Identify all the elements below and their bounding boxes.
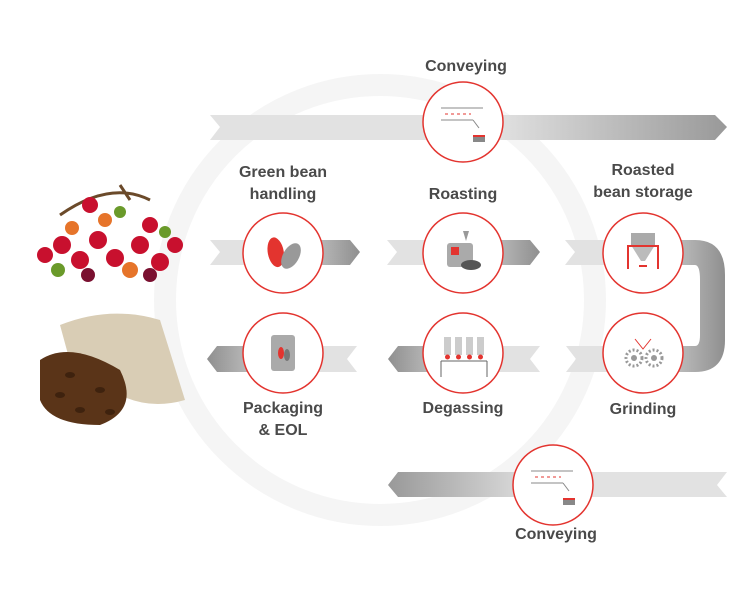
coffee-beans-icon: [267, 237, 301, 269]
label-grinding: Grinding: [609, 401, 677, 418]
label-line: Green bean: [238, 164, 328, 181]
label-line: handling: [249, 186, 317, 203]
watermark-ring: [154, 74, 606, 526]
label-conveying-top: Conveying: [425, 58, 507, 75]
coffee-sack-image: [40, 313, 185, 425]
label-roasting: Roasting: [428, 186, 498, 203]
node-conveying-top: [422, 81, 504, 163]
degassing-valves-icon: [440, 337, 488, 377]
label-line: bean storage: [593, 184, 693, 201]
node-degassing: [422, 312, 504, 394]
label-line: & EOL: [258, 422, 308, 439]
grinder-icon: [624, 338, 664, 368]
label-line: Roasted: [611, 162, 675, 179]
label-roasted-storage: Roasted bean storage: [563, 160, 723, 204]
arrow-uturn: [565, 240, 725, 372]
coffee-cherries-image: [37, 184, 183, 282]
label-line: Packaging: [242, 400, 324, 417]
node-conveying-bottom: [512, 444, 594, 526]
conveyor-icon: [441, 107, 485, 142]
label-packaging: Packaging & EOL: [203, 398, 363, 442]
silo-icon: [627, 233, 659, 269]
label-conveying-bottom: Conveying: [515, 526, 597, 543]
coffee-bag-icon: [271, 335, 295, 371]
conveyor-icon: [531, 470, 575, 505]
label-degassing: Degassing: [422, 400, 504, 417]
label-green-bean: Green bean handling: [203, 162, 363, 206]
node-grinding: [602, 312, 684, 394]
roaster-icon: [447, 231, 481, 270]
